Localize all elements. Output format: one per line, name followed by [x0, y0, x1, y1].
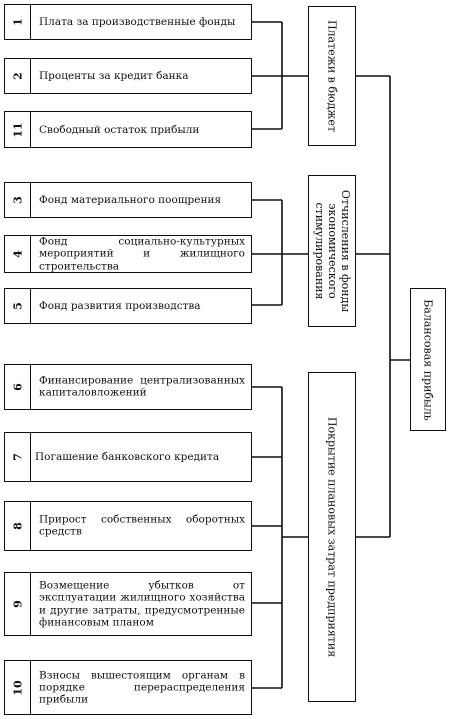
item-box-7: 7 Погашение банковского кредита	[4, 432, 252, 482]
item-number: 7	[5, 433, 31, 481]
item-box-2: 2 Проценты за кредит банка	[4, 58, 252, 94]
item-number: 2	[5, 59, 31, 93]
root-label: Балансовая прибыль	[421, 298, 435, 421]
item-label: Плата за производственные фонды	[39, 15, 236, 28]
group-label: Покрытие плановых затрат предприятия	[325, 416, 339, 658]
item-label: Фонд материального поощрения	[39, 193, 222, 206]
item-label: Фонд социально-культурных мероприятий и …	[39, 235, 245, 273]
item-label: Возмещение убытков от эксплуатации жилищ…	[39, 579, 245, 629]
item-number: 9	[5, 573, 31, 635]
item-box-5: 5 Фонд развития производства	[4, 288, 252, 324]
item-label: Взносы вышестоящим органам в порядке пер…	[39, 668, 245, 706]
item-box-11: 11 Свободный остаток прибыли	[4, 111, 252, 148]
item-box-8: 8 Прирост собственных оборотных средств	[4, 501, 252, 551]
item-label: Проценты за кредит банка	[39, 69, 189, 82]
item-number: 10	[5, 661, 31, 714]
group-box-incentive-funds: Отчисления в фонды экономического стимул…	[308, 175, 356, 327]
item-label: Погашение банковского кредита	[35, 450, 220, 463]
item-label: Прирост собственных оборотных средств	[39, 513, 245, 538]
item-number: 8	[5, 502, 31, 550]
item-number: 11	[5, 112, 31, 147]
item-label: Фонд развития производства	[39, 299, 201, 312]
item-label: Финансирование централизованных капитало…	[39, 374, 245, 399]
item-box-1: 1 Плата за производственные фонды	[4, 4, 252, 40]
root-box-balance-profit: Балансовая прибыль	[410, 288, 446, 431]
group-box-budget-payments: Платежи в бюджет	[308, 6, 356, 146]
group-box-planned-costs: Покрытие плановых затрат предприятия	[308, 372, 356, 702]
item-number: 4	[5, 236, 31, 272]
item-box-10: 10 Взносы вышестоящим органам в порядке …	[4, 660, 252, 715]
item-number: 1	[5, 5, 31, 39]
item-label: Свободный остаток прибыли	[39, 123, 200, 136]
item-number: 6	[5, 365, 31, 409]
item-number: 5	[5, 289, 31, 323]
item-box-6: 6 Финансирование централизованных капита…	[4, 364, 252, 410]
item-box-9: 9 Возмещение убытков от эксплуатации жил…	[4, 572, 252, 636]
item-box-3: 3 Фонд материального поощрения	[4, 182, 252, 218]
item-box-4: 4 Фонд социально-культурных мероприятий …	[4, 235, 252, 273]
item-number: 3	[5, 183, 31, 217]
group-label: Платежи в бюджет	[325, 19, 339, 133]
group-label: Отчисления в фонды экономического стимул…	[312, 189, 352, 313]
